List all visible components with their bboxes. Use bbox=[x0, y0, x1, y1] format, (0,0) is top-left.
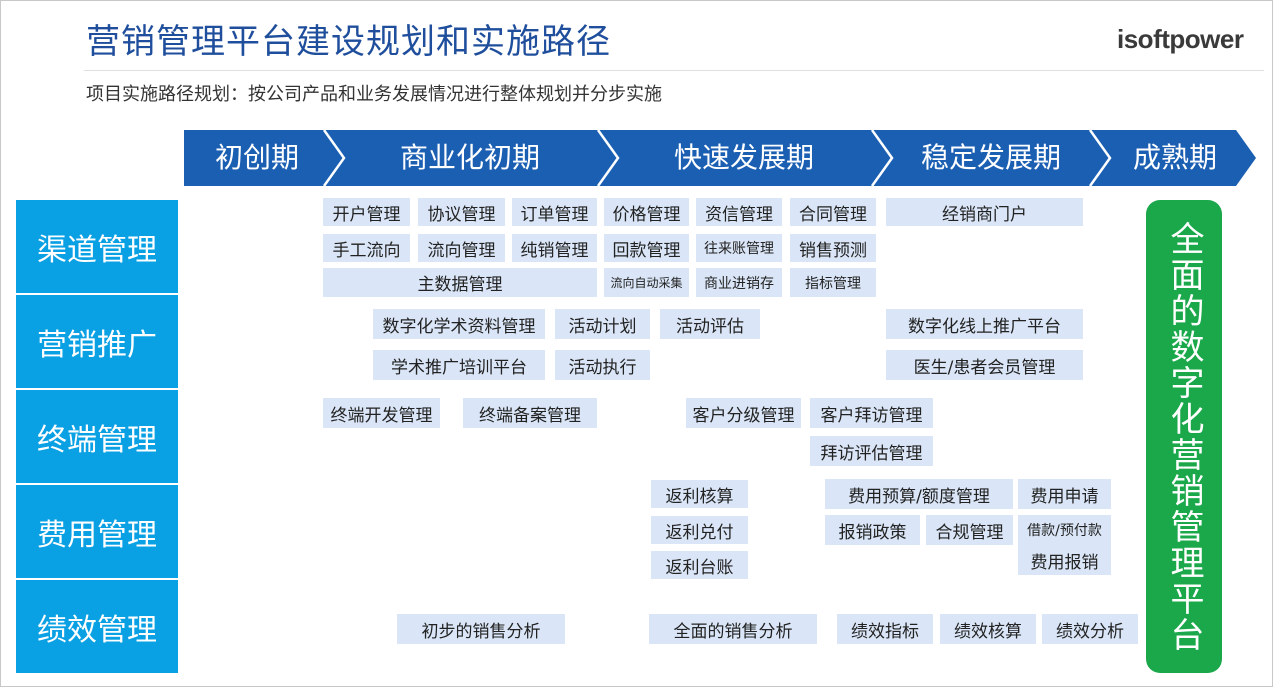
item-rebate-calculation: 返利核算 bbox=[651, 480, 748, 508]
item-academic-material: 数字化学术资料管理 bbox=[373, 309, 545, 339]
item-compliance: 合规管理 bbox=[926, 515, 1013, 545]
item-auto-flow-collection: 流向自动采集 bbox=[604, 268, 689, 297]
item-sales-forecast: 销售预测 bbox=[790, 234, 876, 262]
row-channel-management: 渠道管理 bbox=[16, 200, 178, 293]
phase-bar-shape bbox=[184, 130, 1256, 186]
item-customer-visit: 客户拜访管理 bbox=[810, 398, 933, 428]
item-expense-reimbursement: 费用报销 bbox=[1018, 545, 1111, 575]
goal-platform: 全面的数字化营销管理平台 bbox=[1146, 200, 1222, 673]
item-terminal-filing: 终端备案管理 bbox=[463, 398, 597, 428]
page-title: 营销管理平台建设规划和实施路径 bbox=[86, 22, 611, 62]
item-rebate-payment: 返利兑付 bbox=[651, 516, 748, 544]
item-accounts: 往来账管理 bbox=[696, 234, 782, 262]
row-performance-management: 绩效管理 bbox=[16, 580, 178, 673]
item-agreement: 协议管理 bbox=[418, 198, 505, 226]
item-budget-quota: 费用预算/额度管理 bbox=[825, 479, 1013, 509]
item-terminal-development: 终端开发管理 bbox=[323, 398, 440, 428]
item-reimbursement-policy: 报销政策 bbox=[825, 515, 920, 545]
item-activity-execution: 活动执行 bbox=[555, 350, 650, 380]
item-commercial-inventory: 商业进销存 bbox=[696, 268, 782, 297]
item-pure-sales: 纯销管理 bbox=[512, 234, 597, 262]
item-order: 订单管理 bbox=[512, 198, 597, 226]
item-manual-flow: 手工流向 bbox=[323, 234, 410, 262]
phase-rapid-growth: 快速发展期 bbox=[673, 141, 814, 174]
phase-startup: 初创期 bbox=[214, 141, 299, 174]
item-loan-prepayment: 借款/预付款 bbox=[1018, 515, 1111, 545]
row-terminal-management: 终端管理 bbox=[16, 390, 178, 483]
item-collection: 回款管理 bbox=[604, 234, 689, 262]
item-credit: 资信管理 bbox=[696, 198, 782, 226]
item-performance-analysis: 绩效分析 bbox=[1042, 614, 1138, 644]
item-initial-sales-analysis: 初步的销售分析 bbox=[397, 614, 565, 644]
phase-bar: 初创期 商业化初期 快速发展期 稳定发展期 成熟期 bbox=[184, 130, 1256, 186]
item-online-promotion: 数字化线上推广平台 bbox=[886, 309, 1083, 339]
phase-mature: 成熟期 bbox=[1132, 141, 1217, 174]
item-activity-plan: 活动计划 bbox=[555, 309, 650, 339]
item-price: 价格管理 bbox=[604, 198, 689, 226]
item-member-management: 医生/患者会员管理 bbox=[886, 350, 1083, 380]
title-divider bbox=[84, 70, 1264, 71]
phase-early-commercial: 商业化初期 bbox=[399, 141, 540, 174]
item-rebate-ledger: 返利台账 bbox=[651, 551, 748, 579]
item-master-data: 主数据管理 bbox=[323, 268, 597, 297]
item-contract: 合同管理 bbox=[790, 198, 876, 226]
item-indicator: 指标管理 bbox=[790, 268, 876, 297]
page-subtitle: 项目实施路径规划：按公司产品和业务发展情况进行整体规划并分步实施 bbox=[86, 84, 662, 105]
phase-stable-growth: 稳定发展期 bbox=[920, 141, 1061, 174]
item-expense-application: 费用申请 bbox=[1018, 479, 1111, 509]
item-performance-indicator: 绩效指标 bbox=[837, 614, 933, 644]
item-visit-evaluation: 拜访评估管理 bbox=[810, 436, 933, 466]
item-full-sales-analysis: 全面的销售分析 bbox=[649, 614, 817, 644]
item-activity-evaluation: 活动评估 bbox=[660, 309, 760, 339]
item-training-platform: 学术推广培训平台 bbox=[373, 350, 545, 380]
item-dealer-portal: 经销商门户 bbox=[886, 198, 1083, 226]
row-expense-management: 费用管理 bbox=[16, 485, 178, 578]
brand-logo: isoftpower bbox=[1117, 24, 1244, 54]
item-flow-management: 流向管理 bbox=[418, 234, 505, 262]
item-performance-calculation: 绩效核算 bbox=[940, 614, 1036, 644]
goal-platform-label: 全面的数字化营销管理平台 bbox=[1164, 220, 1204, 653]
row-marketing-promotion: 营销推广 bbox=[16, 295, 178, 388]
item-account-opening: 开户管理 bbox=[323, 198, 410, 226]
item-customer-grading: 客户分级管理 bbox=[686, 398, 801, 428]
